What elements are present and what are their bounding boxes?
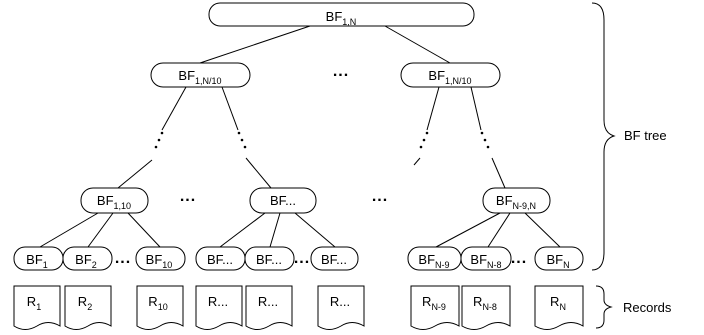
horizontal-ellipsis-group: ... ... ... ... ... ...: [115, 63, 527, 267]
edge-l3b-leaf-b: [269, 212, 281, 248]
record-doc-1: R1: [13, 285, 61, 330]
records-brace: Records: [595, 285, 672, 329]
leaf-node-1: BF1: [13, 246, 64, 271]
vertical-ellipsis-3: [419, 131, 429, 149]
record-5-label: R...: [258, 294, 278, 309]
leaf-4-label: BF...: [207, 252, 233, 267]
leaf-7-label: BFN-9: [418, 252, 449, 270]
record-doc-4: R...: [195, 285, 243, 330]
record-doc-3: R10: [136, 285, 184, 330]
leaf-nodes: BF1 BF2 BF10 BF... BF... BF... BFN-9 BF: [13, 246, 584, 271]
edge-l3b-leaf-a: [219, 212, 266, 248]
edge-l3a-leaf10: [127, 212, 161, 248]
record-9-label: RN: [550, 294, 566, 312]
record-doc-6: R...: [317, 285, 365, 330]
leaf-node-5: BF...: [244, 246, 295, 271]
vertical-ellipsis-2: [237, 131, 247, 149]
vertical-ellipsis-group: [154, 131, 490, 149]
record-doc-9: RN: [534, 285, 584, 330]
leaf-3-label: BF10: [146, 252, 173, 270]
level3-node-1: BF1,10: [80, 187, 149, 214]
edge-l3a-leaf2: [87, 212, 114, 248]
edge-root-right: [384, 25, 451, 64]
edge-to-l3c: [491, 157, 506, 189]
vertical-ellipsis-4: [480, 131, 490, 149]
record-4-label: R...: [208, 294, 228, 309]
edge-l3b-leaf-c: [294, 212, 336, 248]
edge-l3c-leafn8: [487, 212, 511, 248]
ellipsis-leaves-c: ...: [511, 250, 527, 267]
level2-left-label: BF1,N/10: [178, 68, 221, 86]
record-3-label: R10: [148, 294, 167, 312]
record-1-label: R1: [27, 294, 41, 312]
leaf-node-9: BFN: [534, 246, 584, 271]
edge-l3a-leaf1: [39, 212, 99, 248]
leaf-node-2: BF2: [62, 246, 113, 271]
edge-l3c-leafn9: [435, 212, 501, 248]
level2-right-label: BF1,N/10: [428, 68, 471, 86]
record-2-label: R2: [78, 294, 92, 312]
edge-l2b-left: [426, 86, 440, 131]
ellipsis-level3-a: ...: [180, 188, 196, 205]
edge-to-l3c-left: [413, 157, 421, 166]
edge-to-l3a: [117, 159, 153, 189]
record-doc-7: RN-9: [410, 285, 460, 330]
leaf-node-7: BFN-9: [407, 246, 462, 271]
level3-2-label: BF...: [270, 193, 296, 208]
vertical-ellipsis-1: [154, 131, 164, 149]
edge-root-left: [199, 25, 311, 64]
ellipsis-leaves-a: ...: [115, 250, 131, 267]
record-7-label: RN-9: [422, 294, 446, 312]
root-node: BF1,N: [208, 2, 475, 27]
leaf-6-label: BF...: [321, 252, 347, 267]
tree-edges: [39, 25, 561, 248]
leaf-node-4: BF...: [195, 246, 246, 271]
bf-tree-brace: BF tree: [591, 2, 667, 271]
leaf-node-6: BF...: [310, 246, 359, 271]
leaf-2-label: BF2: [75, 252, 97, 270]
edge-to-l3b: [245, 157, 272, 189]
level3-1-label: BF1,10: [97, 193, 131, 211]
bf-tree-label: BF tree: [624, 128, 667, 143]
edge-l2a-right: [221, 86, 239, 131]
record-6-label: R...: [330, 294, 350, 309]
ellipsis-leaves-b: ...: [294, 250, 310, 267]
edge-l2b-right: [470, 86, 482, 131]
leaf-node-8: BFN-8: [460, 246, 512, 271]
edge-l3c-leafn: [524, 212, 561, 248]
leaf-8-label: BFN-8: [470, 252, 501, 270]
record-doc-8: RN-8: [461, 285, 511, 330]
record-doc-2: R2: [64, 285, 112, 330]
level3-node-3: BFN-9,N: [482, 187, 551, 214]
leaf-node-3: BF10: [135, 246, 186, 271]
edge-l2a-left: [161, 86, 187, 131]
level2-node-right: BF1,N/10: [400, 62, 501, 88]
level3-3-label: BFN-9,N: [496, 193, 536, 211]
leaf-9-label: BFN: [546, 252, 569, 270]
leaf-5-label: BF...: [256, 252, 282, 267]
record-doc-5: R...: [245, 285, 293, 330]
level3-node-2: BF...: [249, 187, 317, 214]
level2-node-left: BF1,N/10: [150, 62, 251, 88]
ellipsis-level2: ...: [333, 63, 349, 80]
leaf-1-label: BF1: [26, 252, 48, 270]
root-label: BF1,N: [326, 9, 357, 27]
ellipsis-level3-b: ...: [372, 188, 388, 205]
record-8-label: RN-8: [473, 294, 497, 312]
record-documents: R1 R2 R10 R... R... R... RN-9 RN-8: [13, 285, 584, 330]
records-label: Records: [623, 300, 672, 315]
